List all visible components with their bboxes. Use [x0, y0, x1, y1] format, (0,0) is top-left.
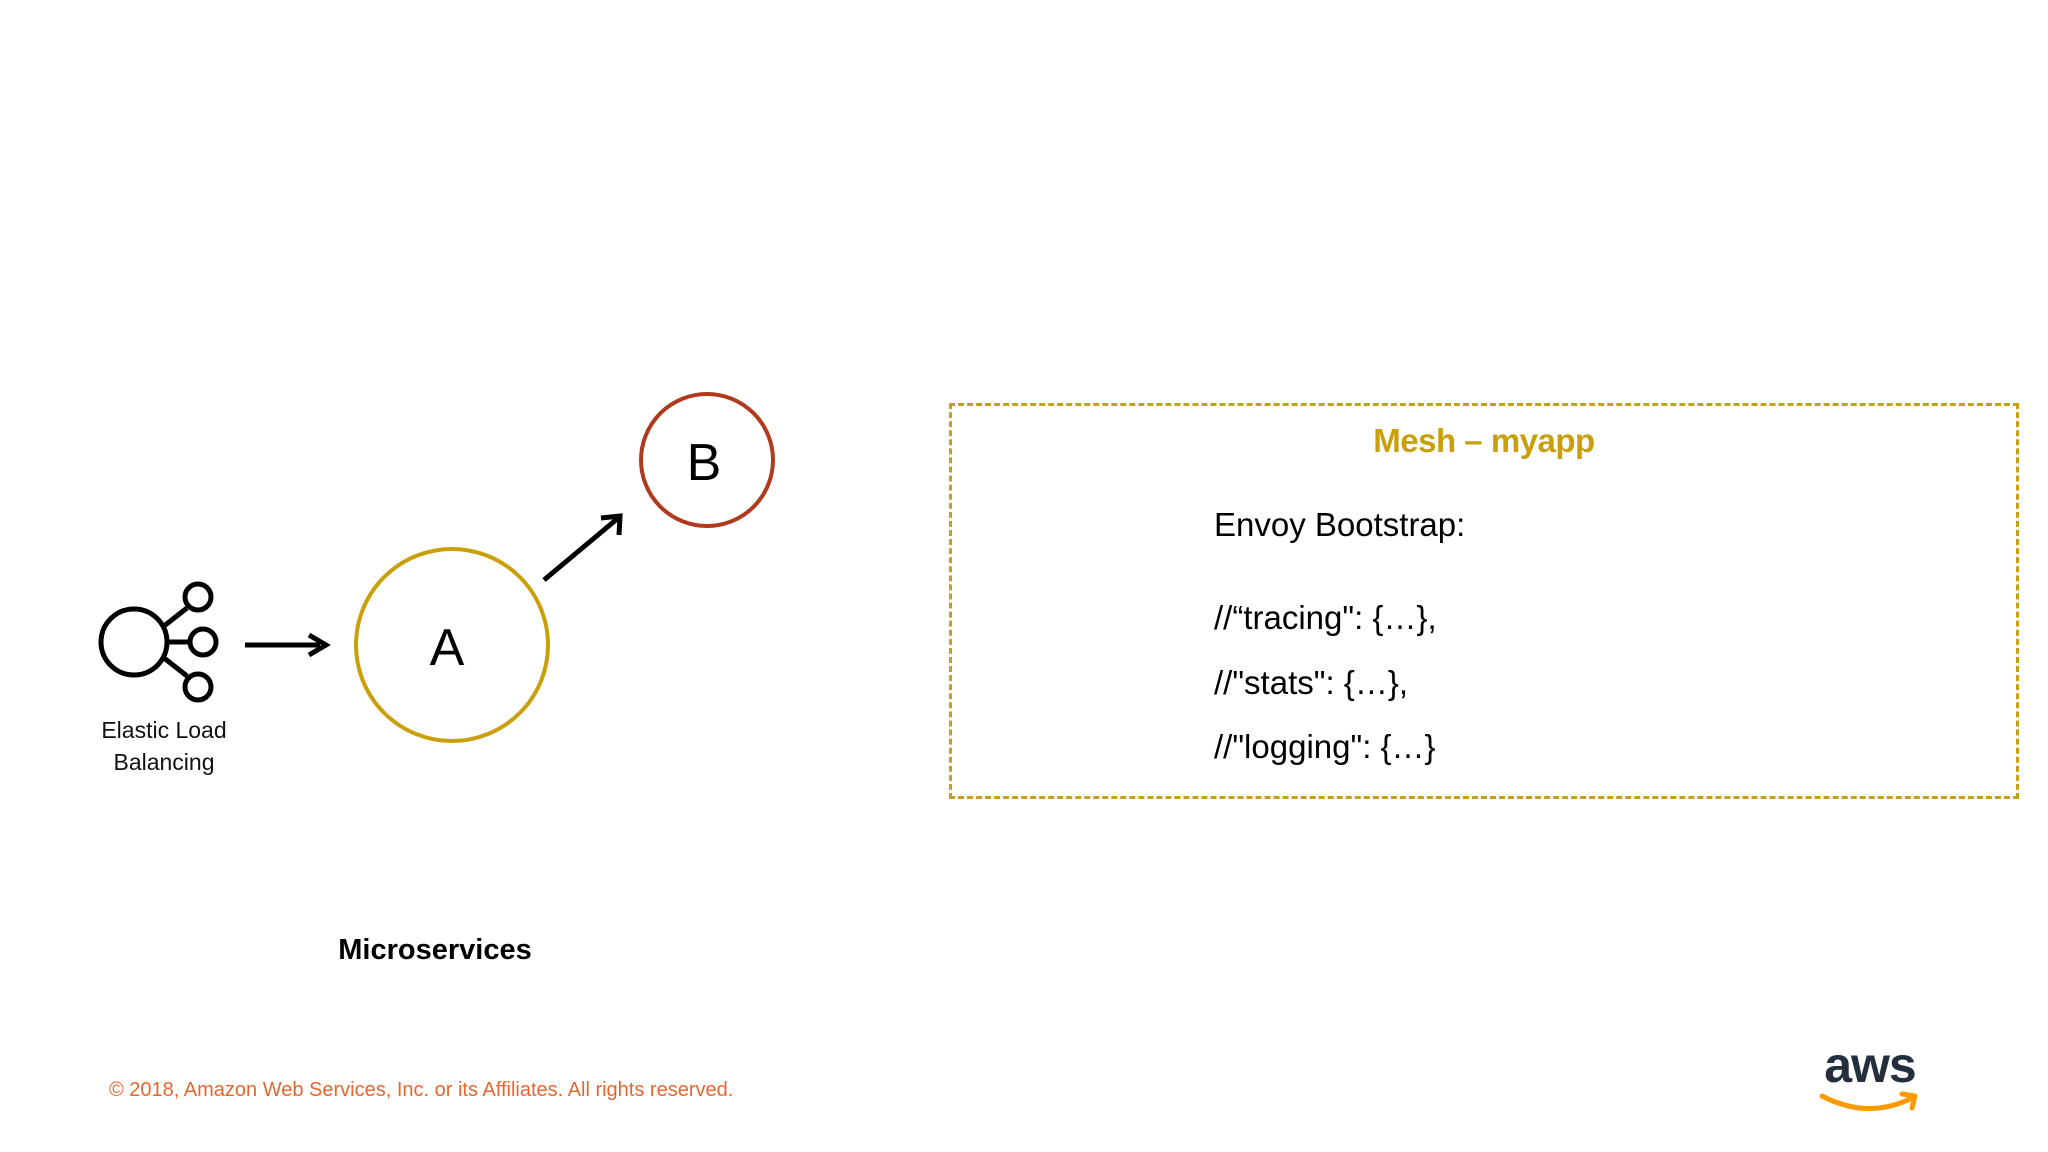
aws-logo: aws: [1818, 1037, 1922, 1116]
arrow-a-to-b: [542, 513, 623, 582]
service-node-a: A: [354, 547, 550, 743]
aws-logo-text: aws: [1824, 1037, 1917, 1093]
node-a-label: A: [430, 619, 465, 677]
arrow-elb-to-a: [245, 632, 331, 658]
elb-label-line1: Elastic Load: [101, 717, 227, 743]
service-node-b: B: [639, 392, 775, 528]
envoy-bootstrap-title: Envoy Bootstrap:: [1214, 506, 1466, 543]
config-line-logging: //"logging": {…}: [1214, 728, 1436, 765]
node-b-label: B: [687, 434, 722, 492]
copyright-notice: © 2018, Amazon Web Services, Inc. or its…: [109, 1079, 734, 1101]
elb-label-line2: Balancing: [113, 749, 215, 775]
elb-label: Elastic Load Balancing: [80, 714, 248, 778]
amazon-smile-arrow-icon: [1819, 1091, 1918, 1111]
mesh-box: Mesh – myapp Envoy Bootstrap: //“tracing…: [949, 403, 2019, 799]
config-line-stats: //"stats": {…},: [1214, 664, 1409, 701]
microservices-label: Microservices: [338, 934, 532, 966]
elastic-load-balancing-icon: [98, 581, 219, 703]
mesh-title: Mesh – myapp: [1373, 422, 1595, 459]
config-line-tracing: //“tracing": {…},: [1214, 599, 1437, 636]
